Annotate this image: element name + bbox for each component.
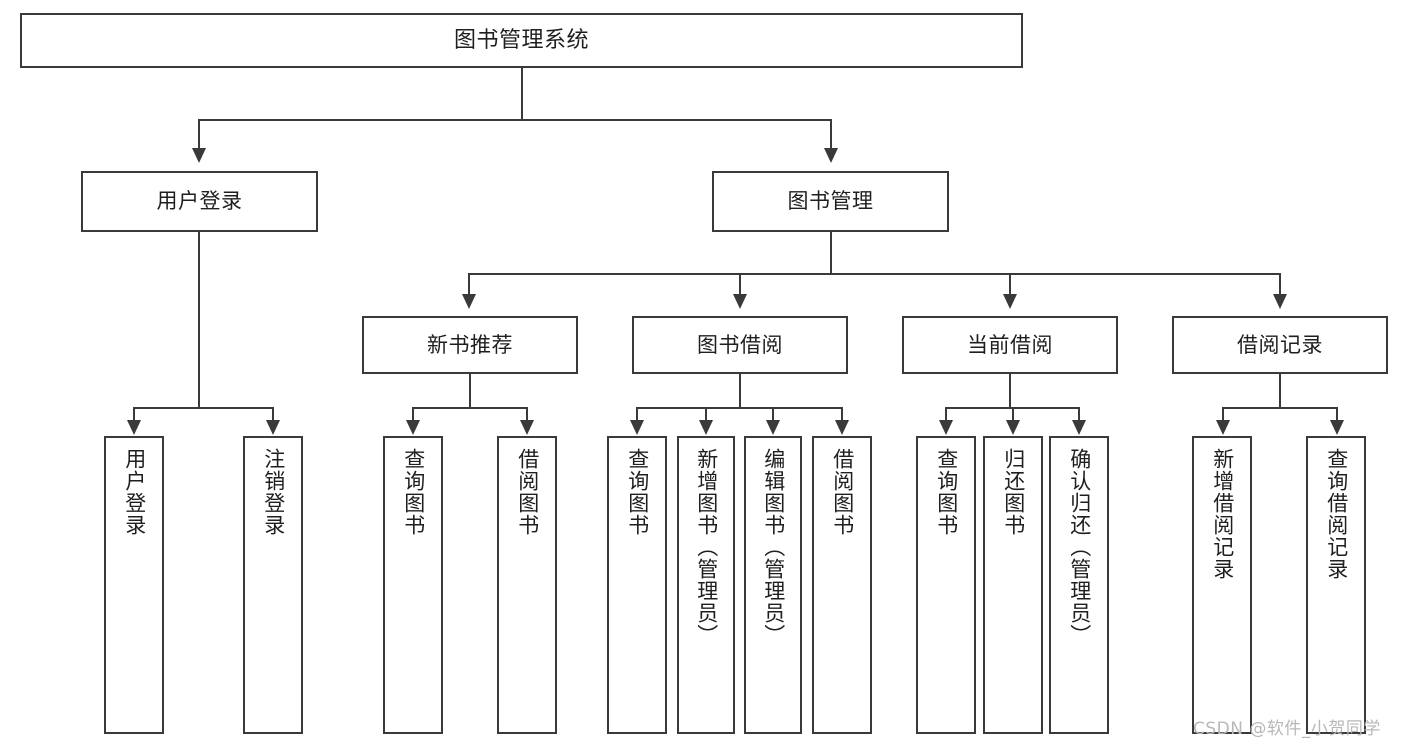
node-label: 图书借阅 <box>697 332 783 357</box>
leaf-record-add[interactable]: 新增借阅记录 <box>1192 436 1252 734</box>
node-label: 用户登录 <box>122 448 147 536</box>
connector-root-drop-right <box>830 119 832 149</box>
arrowhead-bb-leaf-3 <box>766 420 780 435</box>
leaf-logout[interactable]: 注销登录 <box>243 436 303 734</box>
node-label: 查询图书 <box>401 448 426 536</box>
leaf-current-confirm-return[interactable]: 确认归还（管理员） <box>1049 436 1109 734</box>
node-new-book-recommend[interactable]: 新书推荐 <box>362 316 578 374</box>
node-label: 借阅图书 <box>830 448 855 536</box>
connector-bb-drop-1 <box>636 407 638 421</box>
leaf-borrow-borrow-book[interactable]: 借阅图书 <box>812 436 872 734</box>
arrowhead-bb-leaf-4 <box>835 420 849 435</box>
node-borrow-record[interactable]: 借阅记录 <box>1172 316 1388 374</box>
arrowhead-book-manage <box>824 148 838 163</box>
connector-book-manage-bus <box>468 273 1280 275</box>
connector-l3-drop-2 <box>739 273 741 295</box>
connector-root-drop-left <box>198 119 200 149</box>
node-label: 新增借阅记录 <box>1210 448 1235 580</box>
arrowhead-br-leaf-2 <box>1330 420 1344 435</box>
node-book-manage[interactable]: 图书管理 <box>712 171 949 232</box>
arrowhead-cb-leaf-3 <box>1072 420 1086 435</box>
connector-l3-drop-4 <box>1279 273 1281 295</box>
node-label: 新书推荐 <box>427 332 513 357</box>
connector-cb-drop-3 <box>1078 407 1080 421</box>
connector-cb-drop-1 <box>945 407 947 421</box>
node-current-borrow[interactable]: 当前借阅 <box>902 316 1118 374</box>
connector-borrow-record-bus <box>1222 407 1338 409</box>
connector-root-stem <box>521 68 523 120</box>
node-label: 图书管理系统 <box>453 27 589 53</box>
connector-l3-drop-1 <box>468 273 470 295</box>
node-label: 图书管理 <box>787 189 874 214</box>
leaf-record-query[interactable]: 查询借阅记录 <box>1306 436 1366 734</box>
connector-new-book-bus <box>412 407 528 409</box>
connector-new-book-drop-1 <box>412 407 414 421</box>
node-label: 注销登录 <box>261 448 286 536</box>
node-label: 借阅记录 <box>1237 332 1323 357</box>
node-label: 归还图书 <box>1001 448 1026 536</box>
node-label: 确认归还（管理员） <box>1067 448 1092 646</box>
arrowhead-new-book <box>462 294 476 309</box>
leaf-current-query-book[interactable]: 查询图书 <box>916 436 976 734</box>
arrowhead-user-login <box>192 148 206 163</box>
connector-book-borrow-stem <box>739 374 741 408</box>
node-label: 借阅图书 <box>515 448 540 536</box>
arrowhead-nb-leaf-1 <box>406 420 420 435</box>
node-label: 新增图书（管理员） <box>694 448 719 646</box>
arrowhead-borrow-record <box>1273 294 1287 309</box>
connector-bb-drop-4 <box>841 407 843 421</box>
connector-l3-drop-3 <box>1009 273 1011 295</box>
node-user-login[interactable]: 用户登录 <box>81 171 318 232</box>
arrowhead-leaf-logout <box>266 420 280 435</box>
leaf-new-book-borrow[interactable]: 借阅图书 <box>497 436 557 734</box>
connector-bb-drop-2 <box>705 407 707 421</box>
leaf-borrow-edit-book[interactable]: 编辑图书（管理员） <box>744 436 802 734</box>
leaf-current-return-book[interactable]: 归还图书 <box>983 436 1043 734</box>
node-book-borrow[interactable]: 图书借阅 <box>632 316 848 374</box>
node-label: 查询借阅记录 <box>1324 448 1349 580</box>
leaf-borrow-query-book[interactable]: 查询图书 <box>607 436 667 734</box>
node-label: 查询图书 <box>625 448 650 536</box>
arrowhead-leaf-user-login <box>127 420 141 435</box>
node-root-system[interactable]: 图书管理系统 <box>20 13 1023 68</box>
connector-current-borrow-stem <box>1009 374 1011 408</box>
arrowhead-bb-leaf-1 <box>630 420 644 435</box>
leaf-user-login[interactable]: 用户登录 <box>104 436 164 734</box>
leaf-new-book-query[interactable]: 查询图书 <box>383 436 443 734</box>
connector-br-drop-2 <box>1336 407 1338 421</box>
connector-user-login-drop-1 <box>133 407 135 421</box>
node-label: 查询图书 <box>934 448 959 536</box>
node-label: 编辑图书（管理员） <box>761 448 786 646</box>
arrowhead-cb-leaf-1 <box>939 420 953 435</box>
connector-br-drop-1 <box>1222 407 1224 421</box>
connector-user-login-bus <box>133 407 273 409</box>
connector-bb-drop-3 <box>772 407 774 421</box>
connector-user-login-drop-2 <box>272 407 274 421</box>
arrowhead-br-leaf-1 <box>1216 420 1230 435</box>
connector-user-login-stem <box>198 232 200 408</box>
connector-new-book-drop-2 <box>526 407 528 421</box>
arrowhead-cb-leaf-2 <box>1006 420 1020 435</box>
leaf-borrow-add-book[interactable]: 新增图书（管理员） <box>677 436 735 734</box>
connector-book-manage-stem <box>830 232 832 274</box>
node-label: 用户登录 <box>156 189 243 214</box>
arrowhead-current-borrow <box>1003 294 1017 309</box>
node-label: 当前借阅 <box>967 332 1053 357</box>
arrowhead-bb-leaf-2 <box>699 420 713 435</box>
connector-book-borrow-bus <box>636 407 843 409</box>
connector-cb-drop-2 <box>1012 407 1014 421</box>
arrowhead-nb-leaf-2 <box>520 420 534 435</box>
connector-new-book-stem <box>469 374 471 408</box>
arrowhead-book-borrow <box>733 294 747 309</box>
connector-root-bus <box>198 119 832 121</box>
connector-borrow-record-stem <box>1279 374 1281 408</box>
